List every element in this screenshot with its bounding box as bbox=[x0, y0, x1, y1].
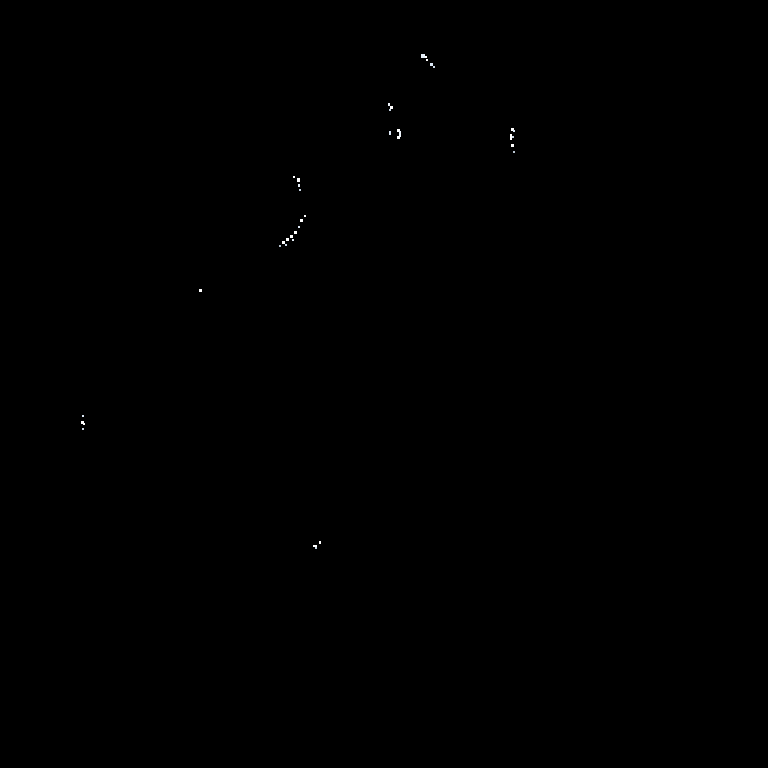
speck-pixel bbox=[298, 184, 300, 187]
speck-pixel bbox=[298, 226, 300, 228]
speck-pixel bbox=[513, 151, 515, 153]
speck-pixel bbox=[83, 423, 85, 425]
speck-pixel bbox=[304, 215, 306, 217]
speck-pixel bbox=[511, 144, 514, 147]
speck-pixel bbox=[430, 63, 433, 66]
speck-pixel bbox=[299, 189, 301, 191]
speck-pixel bbox=[285, 244, 287, 246]
speck-pixel bbox=[319, 541, 321, 544]
speck-pixel bbox=[297, 178, 300, 182]
speck-pixel bbox=[389, 109, 391, 111]
speck-pixel bbox=[313, 545, 317, 547]
speck-pixel bbox=[82, 415, 84, 417]
speck-pixel bbox=[433, 66, 435, 68]
speck-pixel bbox=[425, 56, 427, 58]
speck-pixel bbox=[82, 428, 84, 430]
speck-pixel bbox=[512, 136, 514, 138]
speck-pixel bbox=[290, 235, 293, 238]
speck-pixel bbox=[426, 59, 428, 61]
speck-pixel bbox=[315, 547, 317, 549]
speck-pixel bbox=[511, 128, 514, 131]
speck-pixel bbox=[293, 176, 295, 178]
speck-pixel bbox=[421, 54, 425, 58]
speck-pixel bbox=[286, 238, 289, 241]
speck-pixel bbox=[388, 103, 390, 106]
speck-pixel bbox=[294, 231, 297, 234]
speck-pixel bbox=[292, 239, 294, 241]
speck-pixel bbox=[389, 131, 391, 135]
speck-pixel bbox=[513, 130, 515, 132]
speck-pixel bbox=[300, 219, 303, 222]
speck-pixel bbox=[510, 134, 512, 140]
speck-pixel bbox=[81, 421, 84, 424]
speck-pixel bbox=[397, 129, 400, 132]
speck-pixel bbox=[390, 106, 393, 109]
speck-pixel bbox=[279, 245, 281, 247]
speck-pixel bbox=[397, 136, 400, 139]
speck-pixel bbox=[399, 131, 401, 137]
speck-pixel bbox=[199, 289, 202, 292]
speck-pixel bbox=[282, 241, 285, 244]
